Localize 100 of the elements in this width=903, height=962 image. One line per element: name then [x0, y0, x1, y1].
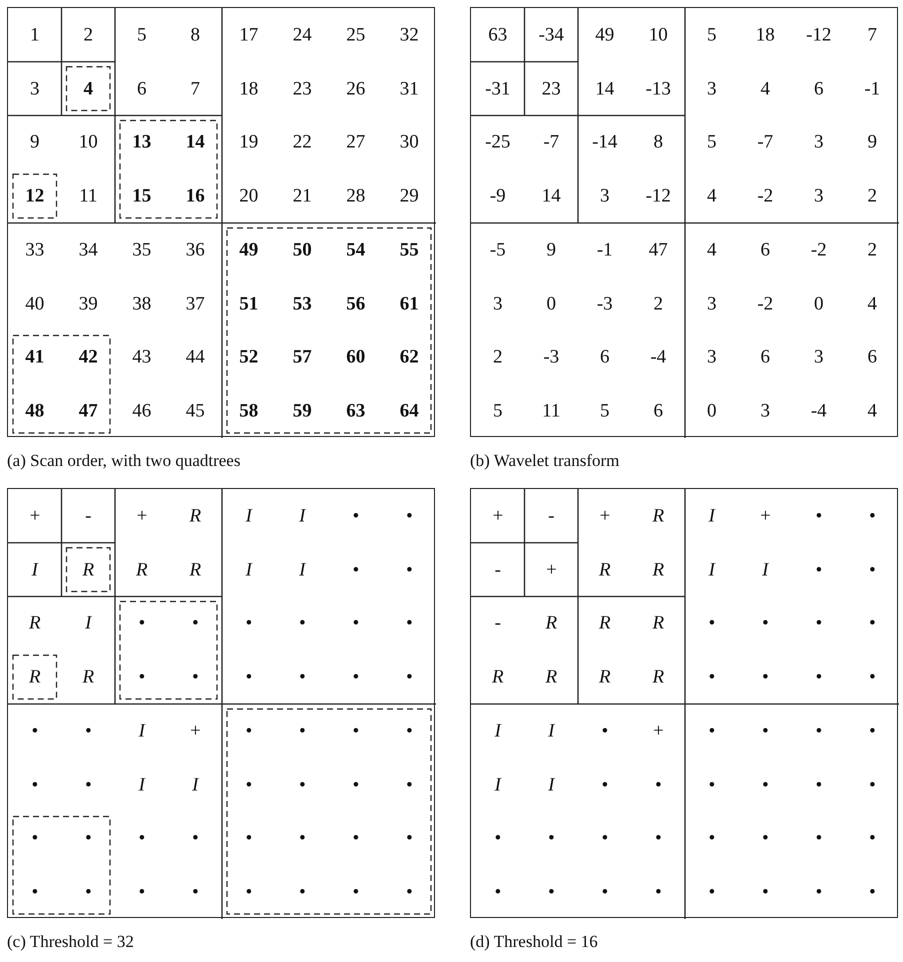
grid-value: •	[708, 668, 716, 687]
grid-value: 47	[78, 402, 98, 421]
grid-value: •	[138, 882, 146, 902]
grid-value: 41	[25, 348, 44, 367]
grid-value: 11	[79, 186, 98, 206]
grid-value: •	[601, 775, 608, 794]
grid-value: 2	[868, 186, 877, 206]
grid-value: -2	[810, 240, 827, 260]
grid-value: 54	[346, 240, 366, 260]
grid-value: -3	[543, 348, 560, 367]
grid-value: •	[815, 506, 822, 526]
grid-value: I	[32, 560, 38, 580]
grid-value: 48	[25, 402, 44, 421]
grid-value: I	[246, 506, 252, 526]
grid-value: •	[868, 882, 876, 902]
grid-value: •	[815, 560, 822, 580]
grid-value: •	[352, 775, 360, 794]
grid-value: I	[708, 560, 715, 580]
grid-value: •	[708, 828, 716, 848]
grid-value: •	[31, 721, 38, 740]
grid-value: 47	[648, 240, 668, 260]
grid-value: 62	[400, 348, 419, 367]
grid-value: +	[652, 721, 665, 740]
grid-value: R	[28, 614, 41, 633]
grid-value: 42	[78, 348, 98, 367]
grid-value: •	[406, 882, 413, 902]
grid-value: 18	[239, 79, 258, 98]
grid-value: -	[548, 506, 554, 526]
grid-value: 3	[814, 132, 824, 152]
grid-value: 24	[292, 25, 312, 44]
grid-value: 19	[239, 132, 258, 152]
grid-value: -2	[757, 294, 774, 314]
grid-value: 44	[186, 348, 205, 367]
grid-value: I	[299, 560, 306, 580]
grid-value: 5	[493, 402, 502, 421]
grid-value: 34	[78, 240, 98, 260]
grid-value: •	[245, 828, 252, 848]
grid-value: •	[84, 775, 92, 794]
grid-value: •	[494, 828, 502, 848]
grid-value: I	[548, 775, 554, 794]
grid-value: •	[708, 882, 716, 902]
grid-value: 15	[132, 186, 152, 206]
grid-value: 0	[814, 294, 824, 314]
grid-value: +	[188, 721, 202, 740]
grid-value: 31	[400, 79, 419, 98]
grid-value: 7	[190, 79, 200, 98]
grid-value: R	[598, 560, 611, 580]
grid-value: I	[138, 775, 145, 794]
grid-value: 4	[760, 79, 770, 98]
grid-value: •	[406, 506, 413, 526]
grid-value: 14	[186, 132, 205, 152]
grid-value: -4	[650, 348, 666, 367]
grid-value: I	[246, 560, 252, 580]
grid-panel	[470, 488, 898, 918]
grid-value: 3	[707, 348, 716, 367]
grid-value: •	[601, 882, 608, 902]
grid-value: R	[545, 668, 558, 687]
grid-value: 53	[292, 294, 312, 314]
grid-value: I	[494, 721, 501, 740]
grid-value: +	[135, 506, 148, 526]
grid-value: 57	[292, 348, 312, 367]
grid-value: R	[598, 614, 611, 633]
grid-value: 28	[346, 186, 366, 206]
grid-value: 50	[292, 240, 312, 260]
grid-value: •	[654, 775, 662, 794]
grid-value: 5	[600, 402, 610, 421]
grid-value: +	[598, 506, 612, 526]
grid-value: •	[138, 828, 146, 848]
grid-value: •	[868, 560, 876, 580]
grid-value: •	[352, 882, 360, 902]
grid-value: R	[652, 614, 664, 633]
grid-value: •	[708, 721, 716, 740]
grid-value: 2	[868, 240, 877, 260]
grid-value: •	[815, 668, 822, 687]
grid-value: 49	[239, 240, 258, 260]
grid-value: 0	[546, 294, 556, 314]
grid-value: R	[82, 668, 94, 687]
grid-value: •	[298, 775, 306, 794]
panel-caption: (c) Threshold = 32	[7, 932, 134, 952]
grid-value: •	[548, 828, 555, 848]
grid-value: •	[31, 775, 38, 794]
grid-value: 64	[400, 402, 419, 421]
grid-value: -12	[806, 25, 832, 44]
grid-value: 9	[30, 132, 40, 152]
grid-value: •	[868, 614, 876, 633]
grid-value: 2	[654, 294, 663, 314]
grid-value: 3	[600, 186, 610, 206]
grid-value: 6	[814, 79, 824, 98]
grid-value: •	[298, 882, 306, 902]
grid-value: •	[762, 882, 769, 902]
grid-value: 61	[400, 294, 419, 314]
grid-value: 46	[132, 402, 152, 421]
grid-value: 2	[84, 25, 93, 44]
grid-value: +	[28, 506, 42, 526]
grid-value: •	[654, 828, 662, 848]
grid-value: 29	[400, 186, 419, 206]
grid-value: 27	[346, 132, 366, 152]
grid-value: -	[85, 506, 92, 526]
grid-value: I	[138, 721, 145, 740]
grid-value: 59	[292, 402, 312, 421]
